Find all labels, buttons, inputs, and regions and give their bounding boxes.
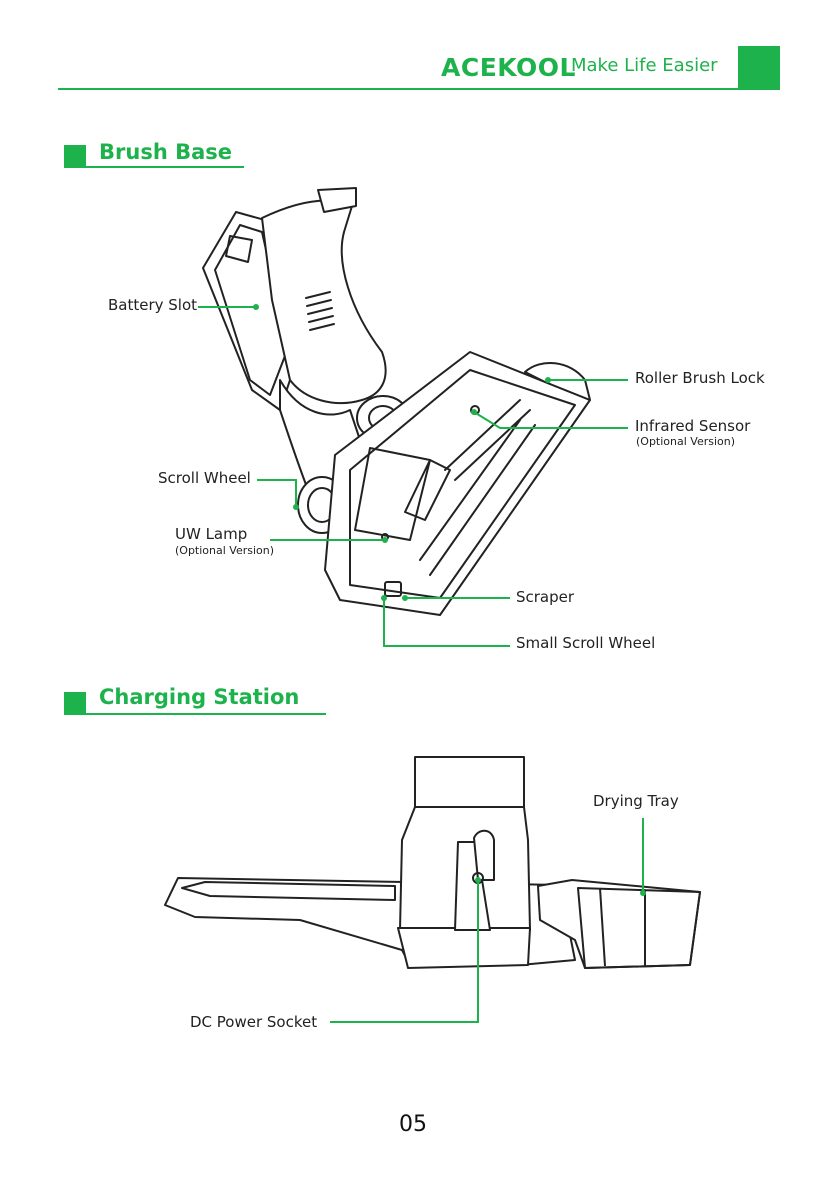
label-roller-brush-lock: Roller Brush Lock [635, 369, 765, 387]
label-infrared-sensor-note: (Optional Version) [636, 435, 735, 448]
label-battery-slot: Battery Slot [108, 296, 197, 314]
charging-station-drawing [165, 757, 700, 968]
label-uw-lamp-note: (Optional Version) [175, 544, 274, 557]
label-scroll-wheel: Scroll Wheel [158, 469, 251, 487]
label-scraper: Scraper [516, 588, 574, 606]
page-number: 05 [399, 1112, 427, 1137]
label-small-scroll-wheel: Small Scroll Wheel [516, 634, 655, 652]
label-uw-lamp: UW Lamp [175, 525, 247, 543]
label-infrared-sensor: Infrared Sensor [635, 417, 750, 435]
label-dc-power-socket: DC Power Socket [190, 1013, 317, 1031]
label-drying-tray: Drying Tray [593, 792, 679, 810]
